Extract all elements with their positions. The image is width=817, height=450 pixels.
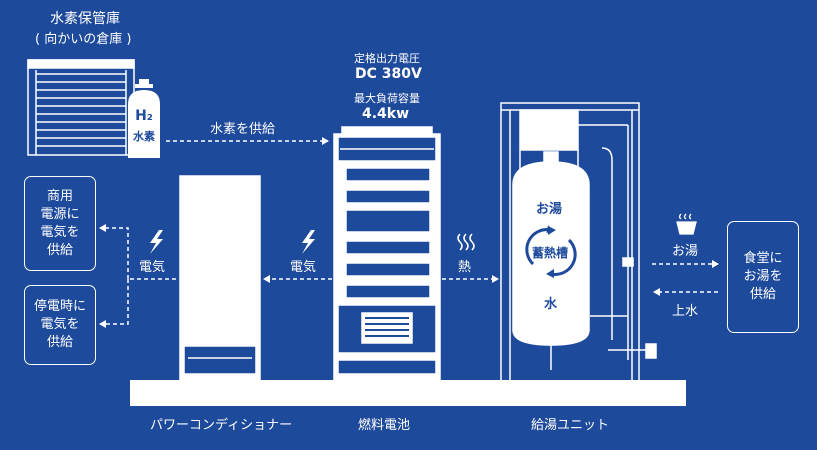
electricity-arrow-outage — [99, 279, 129, 328]
rated-voltage-label: 定格出力電圧 — [354, 52, 420, 65]
fuel-cell-label: 燃料電池 — [358, 418, 411, 433]
commercial-power-box: 商用 電源に 電気を 供給 — [24, 176, 96, 271]
tank-water-label: 水 — [544, 297, 558, 312]
hot-water-label: お湯 — [672, 244, 699, 259]
electricity-label-right: 電気 — [290, 260, 317, 275]
circulation-arrows-icon — [525, 225, 577, 276]
cafeteria-box: 食堂に お湯を 供給 — [727, 221, 799, 333]
outage-power-box: 停電時に 電気を 供給 — [24, 285, 96, 365]
base-platform — [130, 380, 686, 406]
water-heater-label: 給湯ユニット — [531, 418, 610, 433]
rated-voltage-value: DC 380V — [355, 66, 422, 82]
tank-storage-label: 蓄熱槽 — [532, 246, 569, 260]
circulation-arrowhead-top — [548, 226, 556, 235]
electricity-arrow-to-grid — [99, 224, 129, 279]
max-load-label: 最大負荷容量 — [354, 92, 420, 105]
lightning-icon-right — [302, 230, 315, 254]
power-conditioner-label: パワーコンディショナー — [150, 418, 293, 433]
fuel-cell-unit — [333, 126, 441, 383]
hot-water-cup-icon — [676, 213, 697, 235]
heat-label: 熱 — [458, 260, 472, 275]
electricity-label-left: 電気 — [139, 260, 166, 275]
storage-subtitle: ( 向かいの倉庫 ) — [35, 32, 132, 47]
storage-title: 水素保管庫 — [50, 11, 120, 27]
power-conditioner-unit — [179, 175, 261, 383]
circulation-arrowhead-bottom — [546, 269, 554, 278]
hydrogen-cylinder — [128, 79, 160, 158]
tank-label: 水素 — [133, 130, 155, 143]
water-heater-unit — [500, 102, 657, 383]
vent-grille — [361, 312, 413, 344]
heat-wave-icon — [457, 233, 475, 251]
hydrogen-storage-shed — [27, 59, 135, 156]
hydrogen-supply-label: 水素を供給 — [210, 122, 276, 137]
tank-hot-label: お湯 — [536, 202, 563, 217]
supply-water-label: 上水 — [672, 304, 699, 319]
lightning-icon-left — [150, 230, 163, 254]
max-load-value: 4.4kw — [362, 106, 410, 122]
tank-formula: H₂ — [135, 108, 153, 124]
